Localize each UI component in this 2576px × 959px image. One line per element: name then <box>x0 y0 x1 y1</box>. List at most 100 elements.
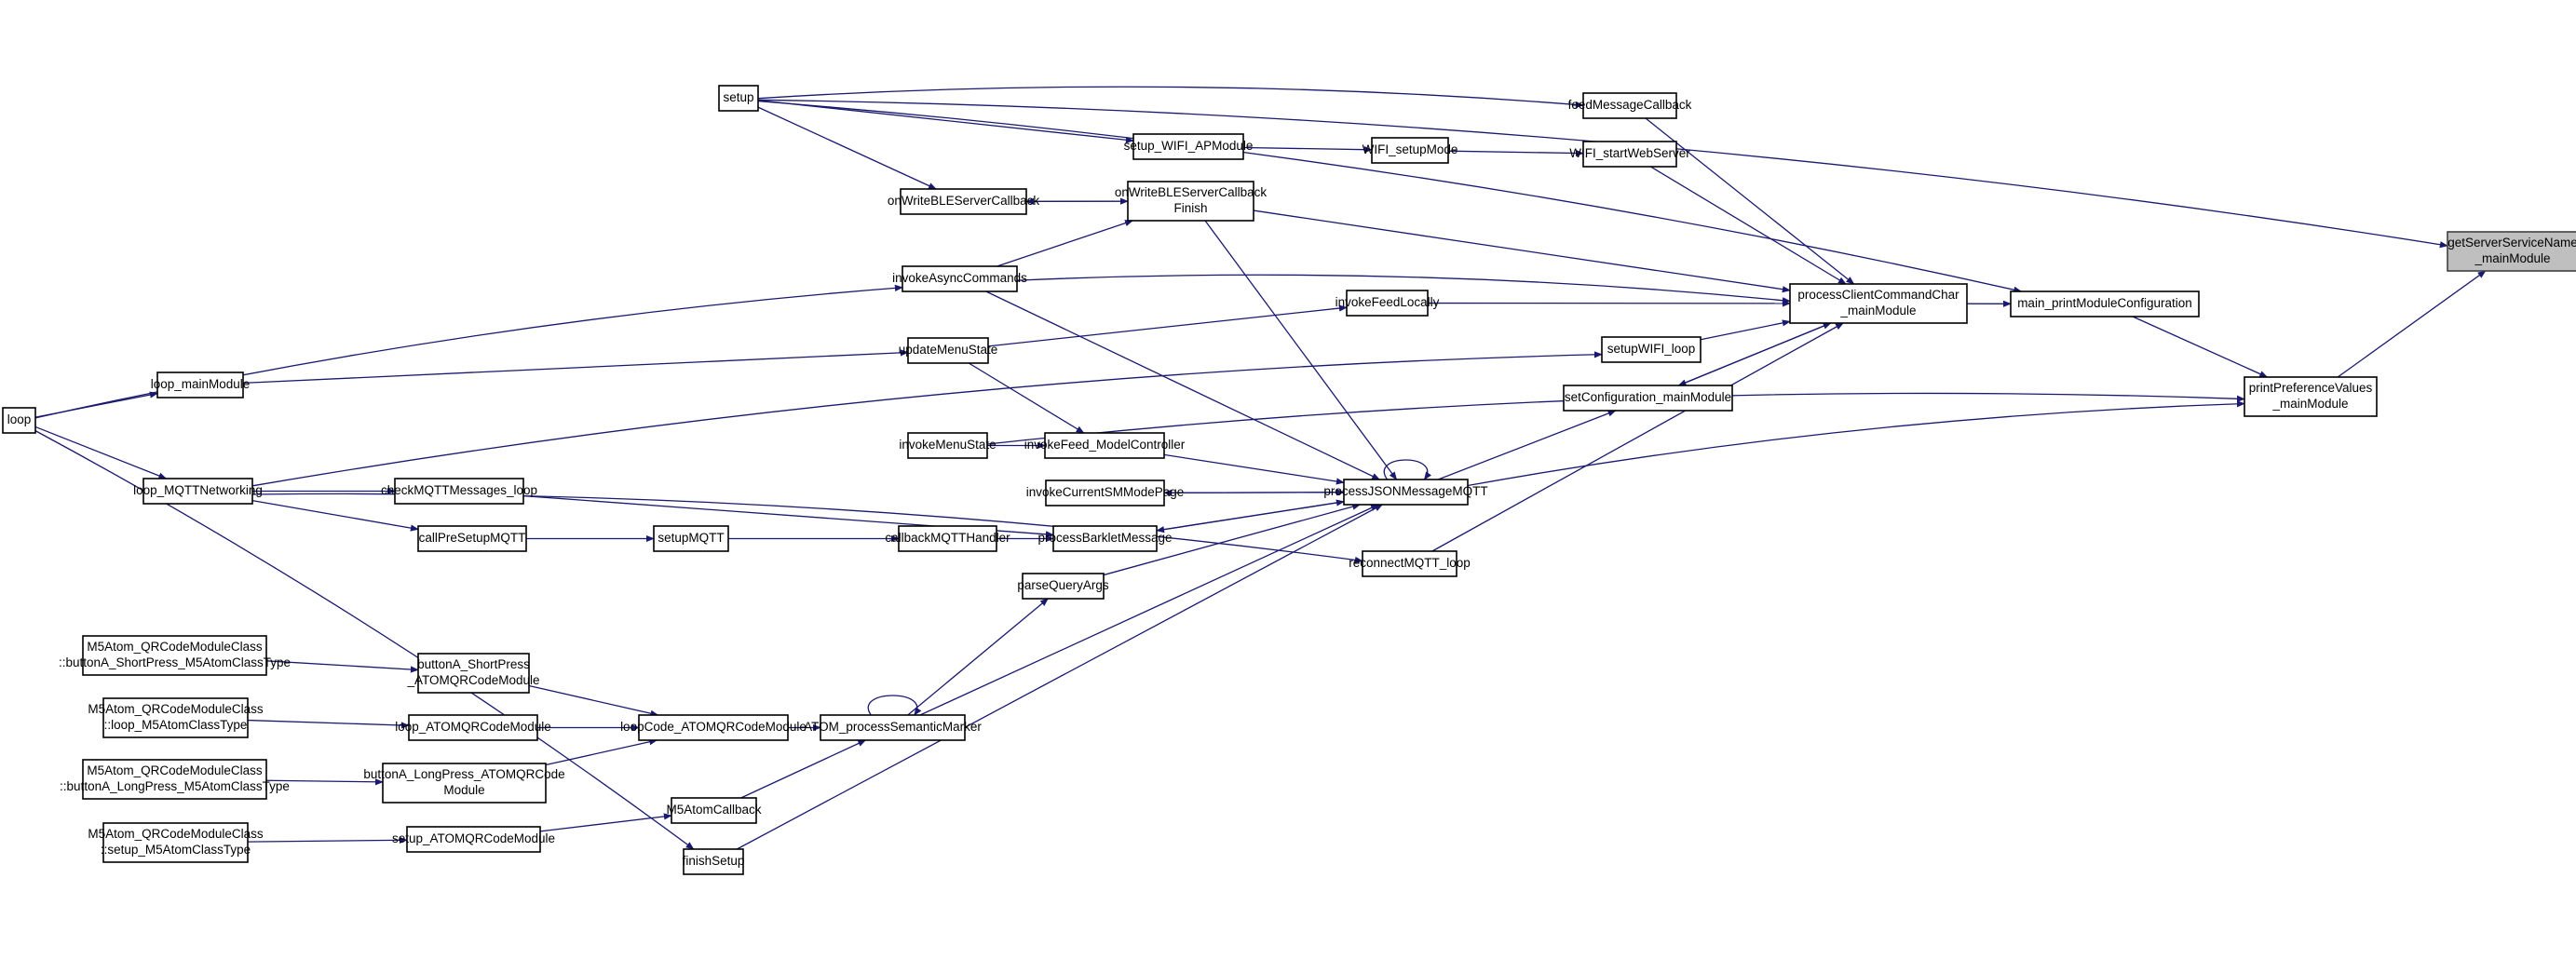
node-box[interactable] <box>382 763 547 804</box>
node-invokeMenuState[interactable]: invokeMenuState <box>899 432 997 459</box>
node-box[interactable] <box>1045 480 1165 507</box>
node-loopCode_ATOMQRCodeModule[interactable]: loopCode_ATOMQRCodeModule <box>620 714 807 741</box>
node-box[interactable] <box>1789 283 1968 324</box>
node-box[interactable] <box>638 714 789 741</box>
node-label: onWriteBLEServerCallback <box>1115 185 1268 199</box>
node-box[interactable] <box>653 525 729 552</box>
edge-invokeAsyncCommands-to-processJSONMessageMQTT <box>985 290 1381 480</box>
node-box[interactable] <box>102 822 249 863</box>
node-WIFI_startWebServer[interactable]: WIFI_startWebServer <box>1569 141 1690 168</box>
node-box[interactable] <box>2 407 36 434</box>
node-box[interactable] <box>417 525 527 552</box>
node-M5_loop[interactable]: M5Atom_QRCodeModuleClass::loop_M5AtomCla… <box>88 697 264 738</box>
node-box[interactable] <box>1346 290 1429 317</box>
node-box[interactable] <box>408 714 538 741</box>
node-M5_buttonA_LongPress[interactable]: M5Atom_QRCodeModuleClass::buttonA_LongPr… <box>60 759 290 800</box>
node-box[interactable] <box>1563 385 1733 412</box>
node-callbackMQTTHandler[interactable]: callbackMQTTHandler <box>885 525 1010 552</box>
node-box[interactable] <box>2010 290 2200 317</box>
node-label: loop_MQTTNetworking <box>133 483 263 497</box>
node-checkMQTTMessages_loop[interactable]: checkMQTTMessages_loop <box>381 478 537 505</box>
node-box[interactable] <box>1362 550 1457 577</box>
node-box[interactable] <box>1022 573 1105 600</box>
node-box[interactable] <box>82 759 267 800</box>
node-box[interactable] <box>1371 137 1449 164</box>
node-label: loop <box>7 412 32 426</box>
node-main_printModuleConfiguration[interactable]: main_printModuleConfiguration <box>2010 290 2200 317</box>
node-M5AtomCallback[interactable]: M5AtomCallback <box>666 797 762 824</box>
node-box[interactable] <box>820 714 966 741</box>
node-label: _mainModule <box>2271 397 2348 411</box>
node-printPreferenceValues[interactable]: printPreferenceValues_mainModule <box>2244 376 2378 417</box>
node-WIFI_setupMode[interactable]: WIFI_setupMode <box>1363 137 1458 164</box>
node-box[interactable] <box>394 478 524 505</box>
node-buttonA_ShortPress_ATOM[interactable]: buttonA_ShortPress_ATOMQRCodeModule <box>406 653 540 694</box>
node-feedMessageCallback[interactable]: feedMessageCallback <box>1568 92 1692 119</box>
node-loop_MQTTNetworking[interactable]: loop_MQTTNetworking <box>133 478 263 505</box>
node-setupMQTT[interactable]: setupMQTT <box>653 525 729 552</box>
node-box[interactable] <box>1052 525 1158 552</box>
node-onWriteBLEServerCallback[interactable]: onWriteBLEServerCallback <box>888 188 1040 215</box>
node-box[interactable] <box>2447 231 2576 272</box>
node-label: parseQueryArgs <box>1017 578 1109 592</box>
node-box[interactable] <box>718 85 759 112</box>
node-box[interactable] <box>898 525 997 552</box>
node-invokeCurrentSMModePage[interactable]: invokeCurrentSMModePage <box>1026 480 1185 507</box>
node-label: _mainModule <box>1839 304 1916 317</box>
node-label: WIFI_setupMode <box>1363 142 1458 156</box>
node-box[interactable] <box>900 188 1027 215</box>
node-box[interactable] <box>1582 141 1677 168</box>
node-box[interactable] <box>142 478 253 505</box>
node-setup[interactable]: setup <box>718 85 759 112</box>
node-box[interactable] <box>102 697 249 738</box>
node-processJSONMessageMQTT[interactable]: processJSONMessageMQTT <box>1323 479 1488 506</box>
node-box[interactable] <box>406 826 541 853</box>
node-setupWIFI_loop[interactable]: setupWIFI_loop <box>1601 336 1702 363</box>
node-box[interactable] <box>1132 133 1244 160</box>
node-setConfiguration_mainModule[interactable]: setConfiguration_mainModule <box>1563 385 1733 412</box>
node-box[interactable] <box>1044 432 1165 459</box>
edge-setup-to-getServerServiceName <box>757 99 2448 249</box>
node-loop_mainModule[interactable]: loop_mainModule <box>151 371 251 398</box>
edge-ATOM_processSemanticMarker-to-ATOM_processSemanticMarker <box>867 695 922 716</box>
edge-onWriteBLEServerCallbackFinish-to-processClientCommandChar <box>1253 209 1791 293</box>
node-reconnectMQTT_loop[interactable]: reconnectMQTT_loop <box>1349 550 1471 577</box>
node-callPreSetupMQTT[interactable]: callPreSetupMQTT <box>417 525 527 552</box>
node-invokeFeed_ModelController[interactable]: invokeFeed_ModelController <box>1024 432 1186 459</box>
node-ATOM_processSemanticMarker[interactable]: ATOM_processSemanticMarker <box>804 714 982 741</box>
node-box[interactable] <box>1601 336 1702 363</box>
node-loop[interactable]: loop <box>2 407 36 434</box>
node-box[interactable] <box>2244 376 2378 417</box>
node-label: setup_ATOMQRCodeModule <box>392 831 555 845</box>
node-box[interactable] <box>82 635 267 676</box>
node-setup_WIFI_APModule[interactable]: setup_WIFI_APModule <box>1124 133 1254 160</box>
node-label: invokeFeed_ModelController <box>1024 438 1186 452</box>
node-loop_ATOMQRCodeModule[interactable]: loop_ATOMQRCodeModule <box>395 714 551 741</box>
node-box[interactable] <box>417 653 530 694</box>
node-processBarkletMessage[interactable]: processBarkletMessage <box>1037 525 1173 552</box>
node-box[interactable] <box>1127 181 1254 222</box>
node-finishSetup[interactable]: finishSetup <box>683 848 745 875</box>
node-box[interactable] <box>907 432 988 459</box>
node-box[interactable] <box>907 337 989 364</box>
node-label: reconnectMQTT_loop <box>1349 556 1471 570</box>
node-M5_buttonA_ShortPress[interactable]: M5Atom_QRCodeModuleClass::buttonA_ShortP… <box>59 635 291 676</box>
node-updateMenuState[interactable]: updateMenuState <box>899 337 998 364</box>
node-label: loop_ATOMQRCodeModule <box>395 720 551 734</box>
node-setup_ATOMQRCodeModule[interactable]: setup_ATOMQRCodeModule <box>392 826 555 853</box>
node-M5_setup[interactable]: M5Atom_QRCodeModuleClass::setup_M5AtomCl… <box>88 822 264 863</box>
node-buttonA_LongPress_ATOM[interactable]: buttonA_LongPress_ATOMQRCodeModule <box>363 763 565 804</box>
node-box[interactable] <box>1343 479 1469 506</box>
node-box[interactable] <box>156 371 244 398</box>
node-box[interactable] <box>671 797 757 824</box>
node-box[interactable] <box>683 848 744 875</box>
node-parseQueryArgs[interactable]: parseQueryArgs <box>1017 573 1109 600</box>
node-box[interactable] <box>1582 92 1677 119</box>
node-invokeFeedLocally[interactable]: invokeFeedLocally <box>1335 290 1440 317</box>
node-getServerServiceName[interactable]: getServerServiceName_mainModule <box>2447 231 2576 272</box>
node-processClientCommandChar[interactable]: processClientCommandChar_mainModule <box>1789 283 1968 324</box>
node-box[interactable] <box>902 265 1018 292</box>
node-label: ATOM_processSemanticMarker <box>804 720 982 734</box>
node-invokeAsyncCommands[interactable]: invokeAsyncCommands <box>892 265 1027 292</box>
